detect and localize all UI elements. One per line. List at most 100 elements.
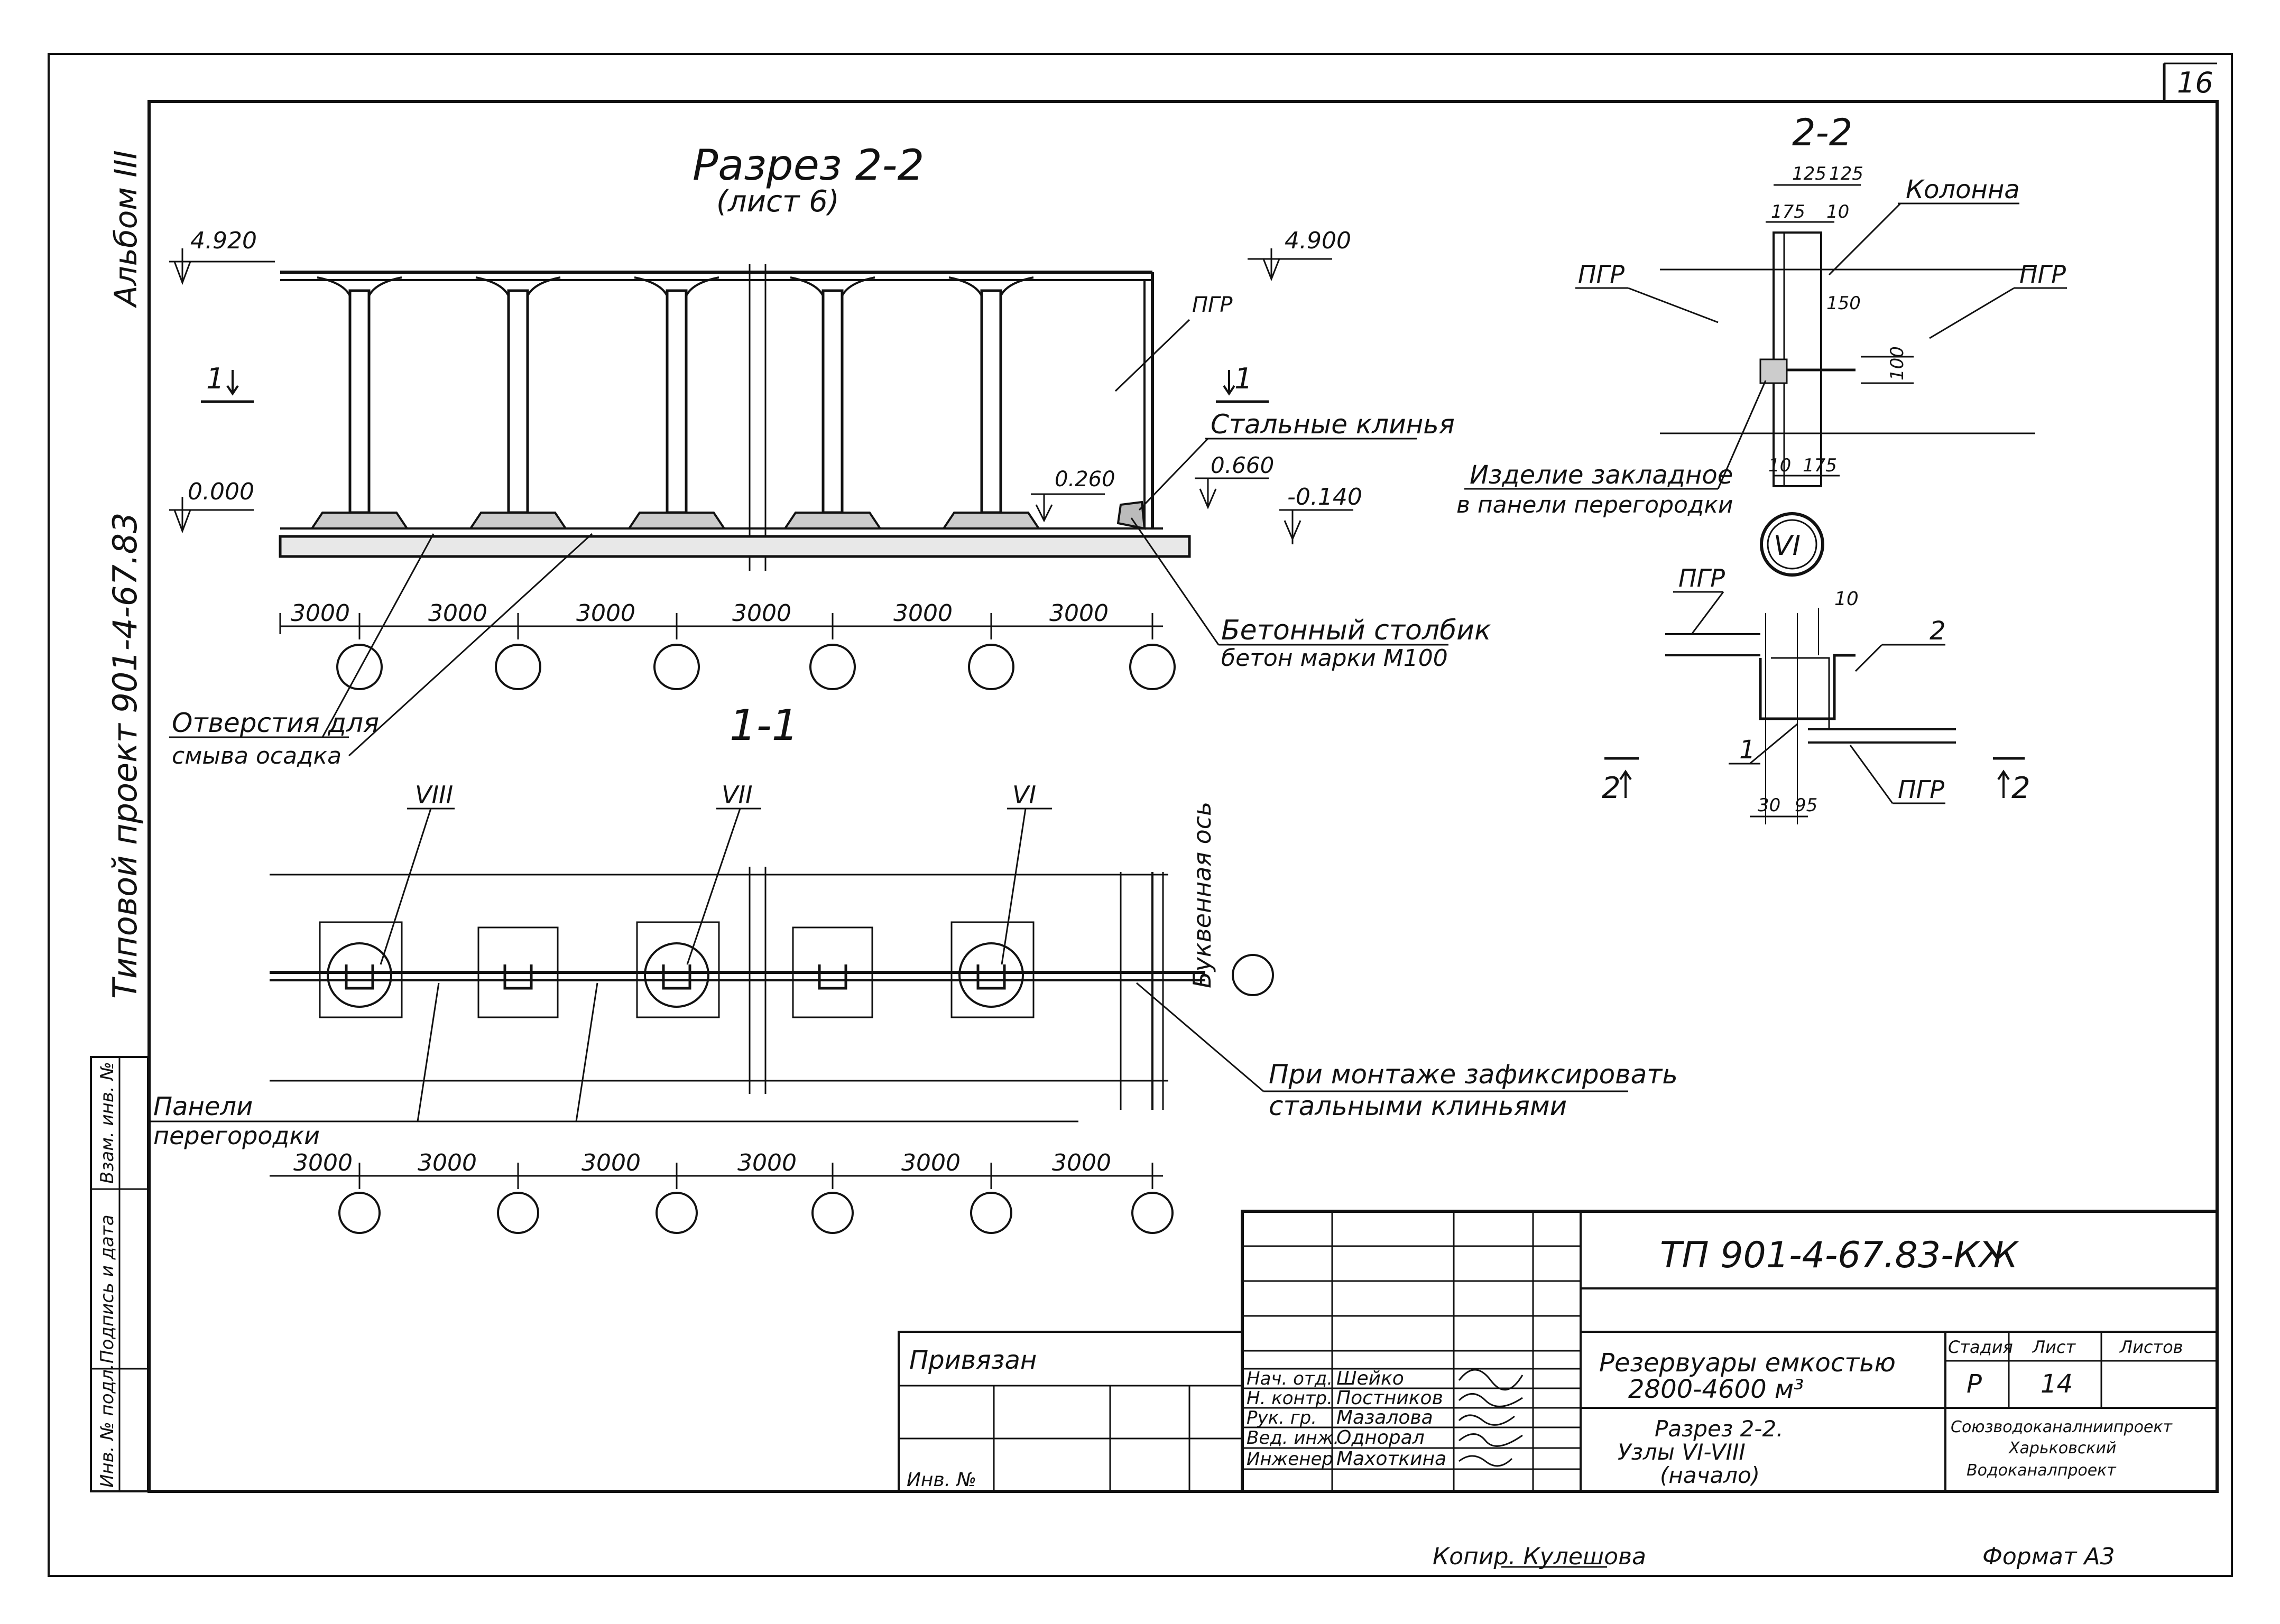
- sheet-frame: [48, 53, 2233, 1577]
- format-label: Формат А3: [1982, 1543, 2115, 1570]
- dim-3000: 3000: [581, 1149, 641, 1176]
- sheet-number: 14: [2041, 1369, 2073, 1399]
- node-mark-vi: VI: [1012, 781, 1036, 809]
- column-base-plan: [477, 926, 559, 1018]
- steel-wedges-label: Стальные клинья: [1211, 409, 1455, 440]
- title-block: Привязан Инв. № Нач. отд. Н. контр. Рук.…: [898, 1210, 2219, 1493]
- role-5: Инженер: [1247, 1449, 1333, 1470]
- column-base-plan: [950, 921, 1035, 1018]
- node-vi-circle: [1760, 512, 1824, 577]
- signature: [1458, 1414, 1515, 1426]
- stage-value: Р: [1967, 1369, 1982, 1399]
- column-base-plan: [319, 921, 403, 1018]
- object-name-2: 2800-4600 м³: [1628, 1375, 1804, 1404]
- name-2: Постников: [1336, 1387, 1443, 1409]
- project-label: Типовой проект 901-4-67.83: [106, 513, 144, 999]
- axis-marker: [338, 1192, 381, 1234]
- axis-marker: [1129, 644, 1176, 690]
- dim-3000: 3000: [1049, 600, 1109, 627]
- dim-175-top: 175: [1771, 201, 1805, 222]
- privyazan-label: Привязан: [909, 1345, 1037, 1375]
- pgr-right-label: ПГР: [2019, 260, 2066, 289]
- dim-3000: 3000: [901, 1149, 961, 1176]
- axis-marker: [1131, 1192, 1174, 1234]
- elev-0260-label: 0.260: [1055, 467, 1115, 491]
- column: [627, 276, 726, 530]
- signature: [1458, 1369, 1524, 1391]
- elev-4920-label: 4.920: [190, 227, 257, 254]
- dim-150: 150: [1826, 293, 1861, 314]
- panels-label-2: перегородки: [153, 1121, 320, 1150]
- floor-slab: [279, 527, 1191, 558]
- sheet-title-3: (начало): [1660, 1462, 1760, 1488]
- section-2-2-title: Разрез 2-2: [693, 141, 924, 190]
- name-3: Мазалова: [1336, 1407, 1433, 1428]
- elevation-0000: 0.000: [169, 478, 254, 534]
- copied-by: Копир. Кулешова: [1433, 1543, 1646, 1570]
- detail-2-2: 2-2 125 125 175 10 150 100 10 175 Колонн…: [1456, 111, 2067, 518]
- inv-no-label: Инв. №: [907, 1469, 976, 1491]
- org-name-3: Водоканалпроект: [1967, 1461, 2117, 1480]
- concrete-post-label-2: бетон марки М100: [1221, 645, 1448, 672]
- section-mark-right: 1: [1216, 362, 1269, 403]
- column-base-plan: [792, 926, 873, 1018]
- axis-marker: [968, 644, 1014, 690]
- org-name-2: Харьковский: [2008, 1439, 2116, 1458]
- dim-125a: 125: [1792, 163, 1826, 184]
- column: [941, 276, 1041, 530]
- node-vi-mark: VI: [1774, 530, 1801, 562]
- drawing-code: ТП 901-4-67.83-КЖ: [1660, 1235, 2019, 1276]
- concrete-post-label-1: Бетонный столбик: [1221, 615, 1491, 646]
- elev-0000-label: 0.000: [188, 478, 254, 505]
- dim-3000: 3000: [293, 1149, 353, 1176]
- dim-10-bottom: 10: [1768, 455, 1791, 476]
- elevation-4900: 4.900: [1248, 227, 1351, 282]
- column: [468, 276, 568, 530]
- signature: [1458, 1393, 1523, 1407]
- dim-3000: 3000: [418, 1149, 477, 1176]
- pgr-label: ПГР: [1192, 293, 1233, 317]
- elev-4900-label: 4.900: [1285, 227, 1351, 254]
- node-dim-95: 95: [1795, 795, 1817, 816]
- axis-marker: [809, 644, 856, 690]
- dim-175-bottom: 175: [1803, 455, 1837, 476]
- axis-marker: [970, 1192, 1012, 1234]
- dim-3000: 3000: [1052, 1149, 1111, 1176]
- mount-note-1: При монтаже зафиксировать: [1269, 1059, 1678, 1090]
- axis-marker: [497, 1192, 539, 1234]
- role-4: Вед. инж.: [1247, 1427, 1339, 1449]
- node-dim-10: 10: [1834, 588, 1859, 610]
- dim-3000: 3000: [893, 600, 953, 627]
- elevation-4920: 4.920: [169, 227, 275, 285]
- detail-2-2-title: 2-2: [1792, 111, 1852, 154]
- column-base-plan: [636, 921, 720, 1018]
- page-number: 16: [2177, 66, 2213, 99]
- axis-marker: [811, 1192, 854, 1234]
- name-5: Махоткина: [1336, 1448, 1446, 1470]
- stamp-sign-date: Подпись и дата: [97, 1214, 118, 1363]
- stamp-inv-podl: Инв. № подл.: [97, 1363, 118, 1488]
- dim-125b: 125: [1829, 163, 1863, 184]
- column: [310, 276, 409, 530]
- col-sheets: Листов: [2119, 1337, 2183, 1357]
- side-stamp: Взам. инв. № Подпись и дата Инв. № подл.: [90, 1056, 149, 1492]
- pgr-left-label: ПГР: [1578, 260, 1624, 289]
- mount-note-2: стальными клиньями: [1269, 1091, 1567, 1121]
- signature: [1459, 1455, 1513, 1467]
- axis-marker: [495, 644, 541, 690]
- plan-1-1-title: 1-1: [730, 701, 799, 750]
- column-label: Колонна: [1906, 175, 2020, 205]
- signature: [1459, 1433, 1523, 1447]
- node-pgr-top: ПГР: [1678, 564, 1725, 592]
- section-2-2-subtitle: (лист 6): [716, 184, 839, 219]
- elevation-0660: 0.660: [1195, 452, 1274, 509]
- letter-axis-label: Буквенная ось: [1188, 802, 1216, 988]
- dim-3000: 3000: [576, 600, 635, 627]
- object-name-1: Резервуары емкостью: [1599, 1348, 1896, 1378]
- col-stage: Стадия: [1948, 1337, 2013, 1357]
- node-mark-vii: VII: [722, 781, 753, 809]
- panels-label-1: Панели: [153, 1092, 253, 1121]
- node-vi: VI ПГР 10 2 1 ПГР 30 95 2 2: [1602, 512, 2030, 824]
- elev-0660-label: 0.660: [1211, 452, 1274, 478]
- axis-marker: [653, 644, 700, 690]
